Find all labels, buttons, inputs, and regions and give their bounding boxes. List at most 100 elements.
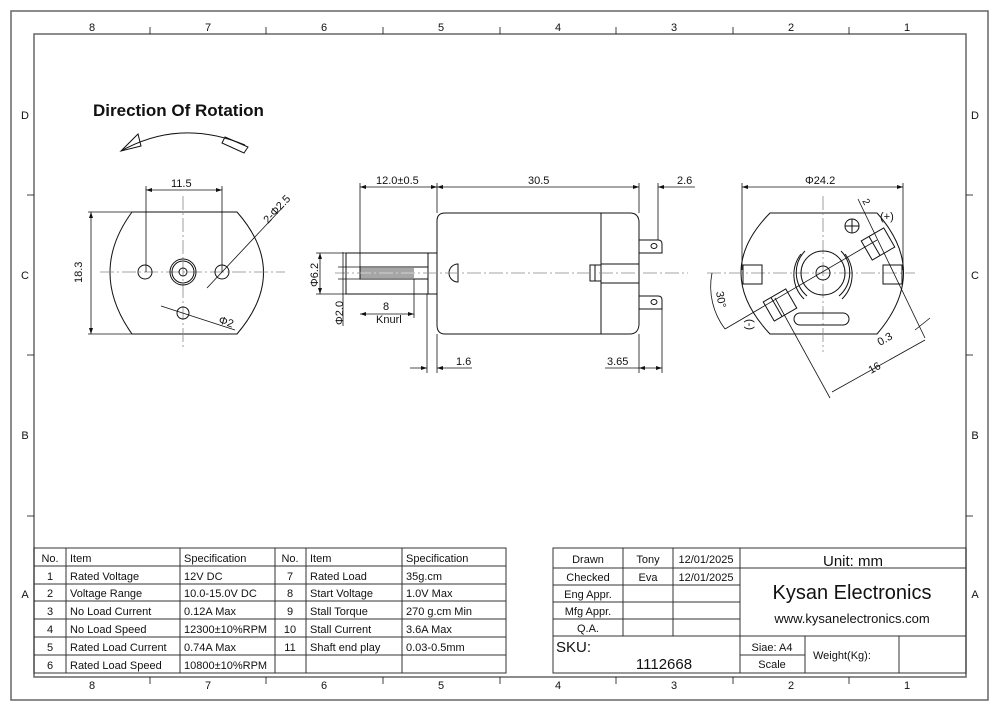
approval-date: 12/01/2025 [678,554,733,566]
spec-row-item: Stall Current [310,624,371,636]
rotation-arrow-icon [119,132,249,154]
zone-col-label: 6 [321,22,327,34]
spec-row-no: 3 [47,606,53,618]
spec-row-value: 35g.cm [406,571,442,583]
outer-frame [10,10,989,701]
spec-row-no: 2 [47,588,53,600]
zone-col-label: 2 [788,680,794,692]
positive-terminal-label: (+) [880,211,894,223]
spec-row-no: 8 [287,588,293,600]
dim-height: 18.3 [73,262,85,283]
spec-row-no: 4 [47,624,53,636]
dim-bearing-dia: Φ6.2 [309,263,321,287]
spec-row-item: Rated Load Current [70,642,167,654]
clip-right [882,264,903,285]
front-flange-outline [109,211,264,335]
zone-col-label: 5 [438,680,444,692]
dim-terminal-width: 2 [859,197,872,208]
zone-col-label: 5 [438,22,444,34]
company-website: www.kysanelectronics.com [773,611,929,626]
dim-angle: 30° [713,290,728,308]
negative-terminal-label: (-) [743,319,755,330]
dim-knurl-length: 8 [383,301,389,313]
dim-small-hole: Φ2 [217,314,235,330]
zone-row-label: C [21,270,29,282]
approval-role: Eng Appr. [564,589,612,601]
zone-col-label: 1 [904,680,910,692]
spec-header-no: No. [281,553,298,565]
dim-terminal-span: 16 [867,360,884,377]
dim-hole-spacing: 11.5 [171,178,192,190]
title-block [552,547,967,674]
zone-row-label: D [971,110,979,122]
zone-ticks [27,27,973,684]
clip-left [742,264,763,285]
zone-col-label: 4 [555,680,561,692]
zone-col-label: 4 [555,22,561,34]
terminal-bottom [639,295,663,310]
vent-hole [176,306,190,320]
dim-shaft-length: 12.0±0.5 [376,175,419,187]
spec-row-item: Rated Load Speed [70,660,162,672]
dim-body-length: 30.5 [528,175,549,187]
approval-role: Checked [566,572,609,584]
zone-row-label: C [971,270,979,282]
mount-hole-left [137,264,153,280]
dim-mount-holes: 2-Φ2.5 [261,193,293,226]
knurl-label: Knurl [376,314,402,326]
zone-row-label: A [21,589,29,601]
dim-endcap-diameter: Φ24.2 [805,175,835,187]
front-view: 11.5 18.3 2-Φ2.5 Φ2 [73,178,293,350]
shaft-circle [178,267,188,277]
dim-terminal-offset: 2.6 [677,175,692,187]
scale-label: Scale [758,659,786,671]
dim-boss-length: 1.6 [456,356,471,368]
rear-view: Φ24.2 2 (+) (-) 30° 0.3 16 [707,175,931,399]
spec-table [33,547,507,674]
zone-col-label: 7 [205,22,211,34]
approval-name: Tony [636,554,660,566]
zone-row-label: B [971,430,978,442]
spec-row-item: Stall Torque [310,606,368,618]
spec-row-value: 10.0-15.0V DC [184,588,257,600]
dim-terminal-length: 3.65 [607,356,628,368]
approval-role: Mfg Appr. [565,606,611,618]
zone-row-label: D [21,110,29,122]
rotation-heading: Direction Of Rotation [93,101,264,120]
company-name: Kysan Electronics [773,582,932,604]
zone-col-label: 3 [671,22,677,34]
spec-row-no: 9 [287,606,293,618]
spec-header-spec: Specification [184,553,246,565]
unit-label: Unit: mm [823,553,883,570]
spec-row-value: 3.6A Max [406,624,452,636]
approval-role: Drawn [572,554,604,566]
dim-shaft-dia: Φ2.0 [334,301,346,325]
sku-label: SKU: [556,639,591,656]
spec-row-item: Shaft end play [310,642,381,654]
rear-endcap-outline [740,212,904,335]
spec-row-value: 0.74A Max [184,642,236,654]
shaft-end [815,265,831,281]
spec-row-no: 1 [47,571,53,583]
approval-role: Q.A. [577,623,599,635]
vent-dome [448,263,459,283]
bearing-boss-side [345,252,429,295]
zone-col-label: 1 [904,22,910,34]
spec-row-value: 270 g.cm Min [406,606,472,618]
spec-row-no: 11 [284,642,295,654]
zone-col-label: 7 [205,680,211,692]
spec-row-no: 7 [287,571,293,583]
sku-value: 1112668 [636,656,692,673]
spec-row-no: 6 [47,660,53,672]
motor-body [436,212,640,335]
spec-row-value: 0.12A Max [184,606,236,618]
spec-row-no: 5 [47,642,53,654]
spec-header-no: No. [41,553,58,565]
zone-col-label: 2 [788,22,794,34]
approval-date: 12/01/2025 [678,572,733,584]
spec-row-item: No Load Current [70,606,151,618]
weight-label: Weight(Kg): [813,650,871,662]
zone-row-label: B [21,430,28,442]
spec-row-value: 12300±10%RPM [184,624,267,636]
